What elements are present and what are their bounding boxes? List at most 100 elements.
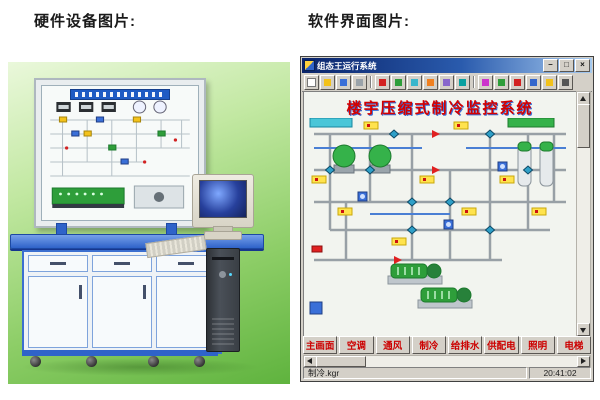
minimize-button[interactable]: – (543, 59, 558, 72)
monitor-base (204, 231, 242, 240)
nav-button-elevator[interactable]: 电梯 (556, 336, 591, 354)
screen-title: 楼宇压缩式制冷监控系统 (346, 100, 534, 117)
cut-icon (395, 78, 402, 86)
maximize-icon: □ (564, 60, 569, 69)
monitor-screen (199, 180, 247, 218)
software-caption: 软件界面图片: (308, 13, 410, 30)
nav-button-refrigeration[interactable]: 制冷 (411, 336, 446, 354)
paste-icon (427, 78, 434, 86)
scroll-down-icon[interactable] (577, 323, 590, 336)
crt-monitor (192, 174, 254, 228)
nav-button-main[interactable]: 主画面 (303, 336, 338, 354)
toolbar-icon-preview[interactable] (375, 74, 390, 90)
panel-schematic (50, 100, 190, 209)
status-time: 20:41:02 (529, 367, 591, 379)
panel-wiring (50, 119, 190, 177)
toolbar-icon-zoom-in[interactable] (478, 74, 493, 90)
door-handle (143, 285, 146, 299)
toolbar-icon-alarm[interactable] (542, 74, 557, 90)
nav-button-ac[interactable]: 空调 (339, 336, 374, 354)
window-titlebar[interactable]: 组态王运行系统 – □ × (302, 58, 592, 73)
drawer (28, 255, 88, 272)
nav-button-water[interactable]: 给排水 (448, 336, 483, 354)
undo-icon (443, 78, 450, 86)
status-file: 制冷.kgr (303, 367, 527, 379)
status-bar: 制冷.kgr 20:41:02 (303, 367, 591, 379)
toolbar (302, 73, 592, 92)
toolbar-separator (370, 76, 372, 88)
toolbar-icon-help[interactable] (558, 74, 573, 90)
drawer-handle (50, 261, 66, 265)
toolbar-icon-stop[interactable] (526, 74, 541, 90)
hardware-photo (8, 62, 290, 384)
panel-meters (56, 100, 167, 114)
panel-title-strip (70, 89, 170, 100)
close-button[interactable]: × (575, 59, 590, 72)
caster-wheel (30, 356, 41, 367)
new-icon (307, 77, 316, 87)
run-icon (514, 78, 521, 86)
toolbar-icon-save[interactable] (336, 74, 351, 90)
receiver-cylinders (517, 141, 554, 187)
hardware-caption: 硬件设备图片: (34, 13, 136, 30)
app-icon (304, 60, 315, 71)
compressor-1 (387, 263, 443, 285)
nav-button-power[interactable]: 供配电 (484, 336, 519, 354)
drawer-handle (178, 261, 194, 265)
pc-tower (206, 248, 240, 352)
power-led (229, 273, 232, 276)
door-handle (79, 285, 82, 299)
cabinet-door (28, 276, 88, 348)
floor-shadow (20, 358, 260, 376)
window-title: 组态王运行系统 (317, 60, 377, 71)
horizontal-scroll-thumb[interactable] (316, 356, 366, 367)
copy-icon (411, 78, 418, 86)
panel-board (41, 85, 199, 221)
toolbar-icon-undo[interactable] (439, 74, 454, 90)
scada-canvas: 楼宇压缩式制冷监控系统 (303, 91, 577, 337)
pumps (357, 161, 508, 230)
panel-title-marks (75, 92, 165, 97)
zoom-out-icon (498, 78, 505, 86)
flow-arrows (394, 130, 440, 264)
toolbar-icon-paste[interactable] (423, 74, 438, 90)
toolbar-icon-cut[interactable] (391, 74, 406, 90)
nav-button-ventilation[interactable]: 通风 (375, 336, 410, 354)
preview-icon (379, 78, 386, 86)
toolbar-icon-new[interactable] (304, 74, 319, 90)
cabinet-base (22, 350, 218, 356)
vertical-scrollbar[interactable] (576, 91, 591, 337)
panel-plc (51, 185, 185, 209)
drawer-handle (114, 261, 130, 265)
caster-wheel (148, 356, 159, 367)
toolbar-icon-redo[interactable] (455, 74, 470, 90)
stop-icon (530, 78, 537, 86)
toolbar-icon-print[interactable] (352, 74, 367, 90)
drawer (92, 255, 152, 272)
cabinet-door (92, 276, 152, 348)
alarm-icon (546, 78, 553, 86)
vertical-scroll-thumb[interactable] (577, 104, 590, 148)
scroll-right-icon[interactable] (577, 356, 590, 367)
cd-drive-slot (212, 257, 234, 260)
nav-button-lighting[interactable]: 照明 (520, 336, 555, 354)
toolbar-icon-zoom-out[interactable] (494, 74, 509, 90)
software-window: 组态王运行系统 – □ × (300, 56, 594, 382)
panel-components (58, 116, 178, 165)
close-icon: × (580, 60, 585, 69)
toolbar-icon-open[interactable] (320, 74, 335, 90)
tower-vent (212, 317, 234, 345)
help-icon (562, 78, 569, 86)
caster-wheel (194, 356, 205, 367)
toolbar-icon-run[interactable] (510, 74, 525, 90)
alarm-labels (311, 121, 547, 246)
drawer-row (28, 255, 216, 272)
toolbar-icon-copy[interactable] (407, 74, 422, 90)
maximize-button[interactable]: □ (559, 59, 574, 72)
power-button (219, 271, 226, 278)
evaporator-tanks (332, 144, 392, 174)
window-controls: – □ × (543, 59, 590, 72)
door-row (28, 276, 216, 348)
open-icon (324, 78, 331, 86)
